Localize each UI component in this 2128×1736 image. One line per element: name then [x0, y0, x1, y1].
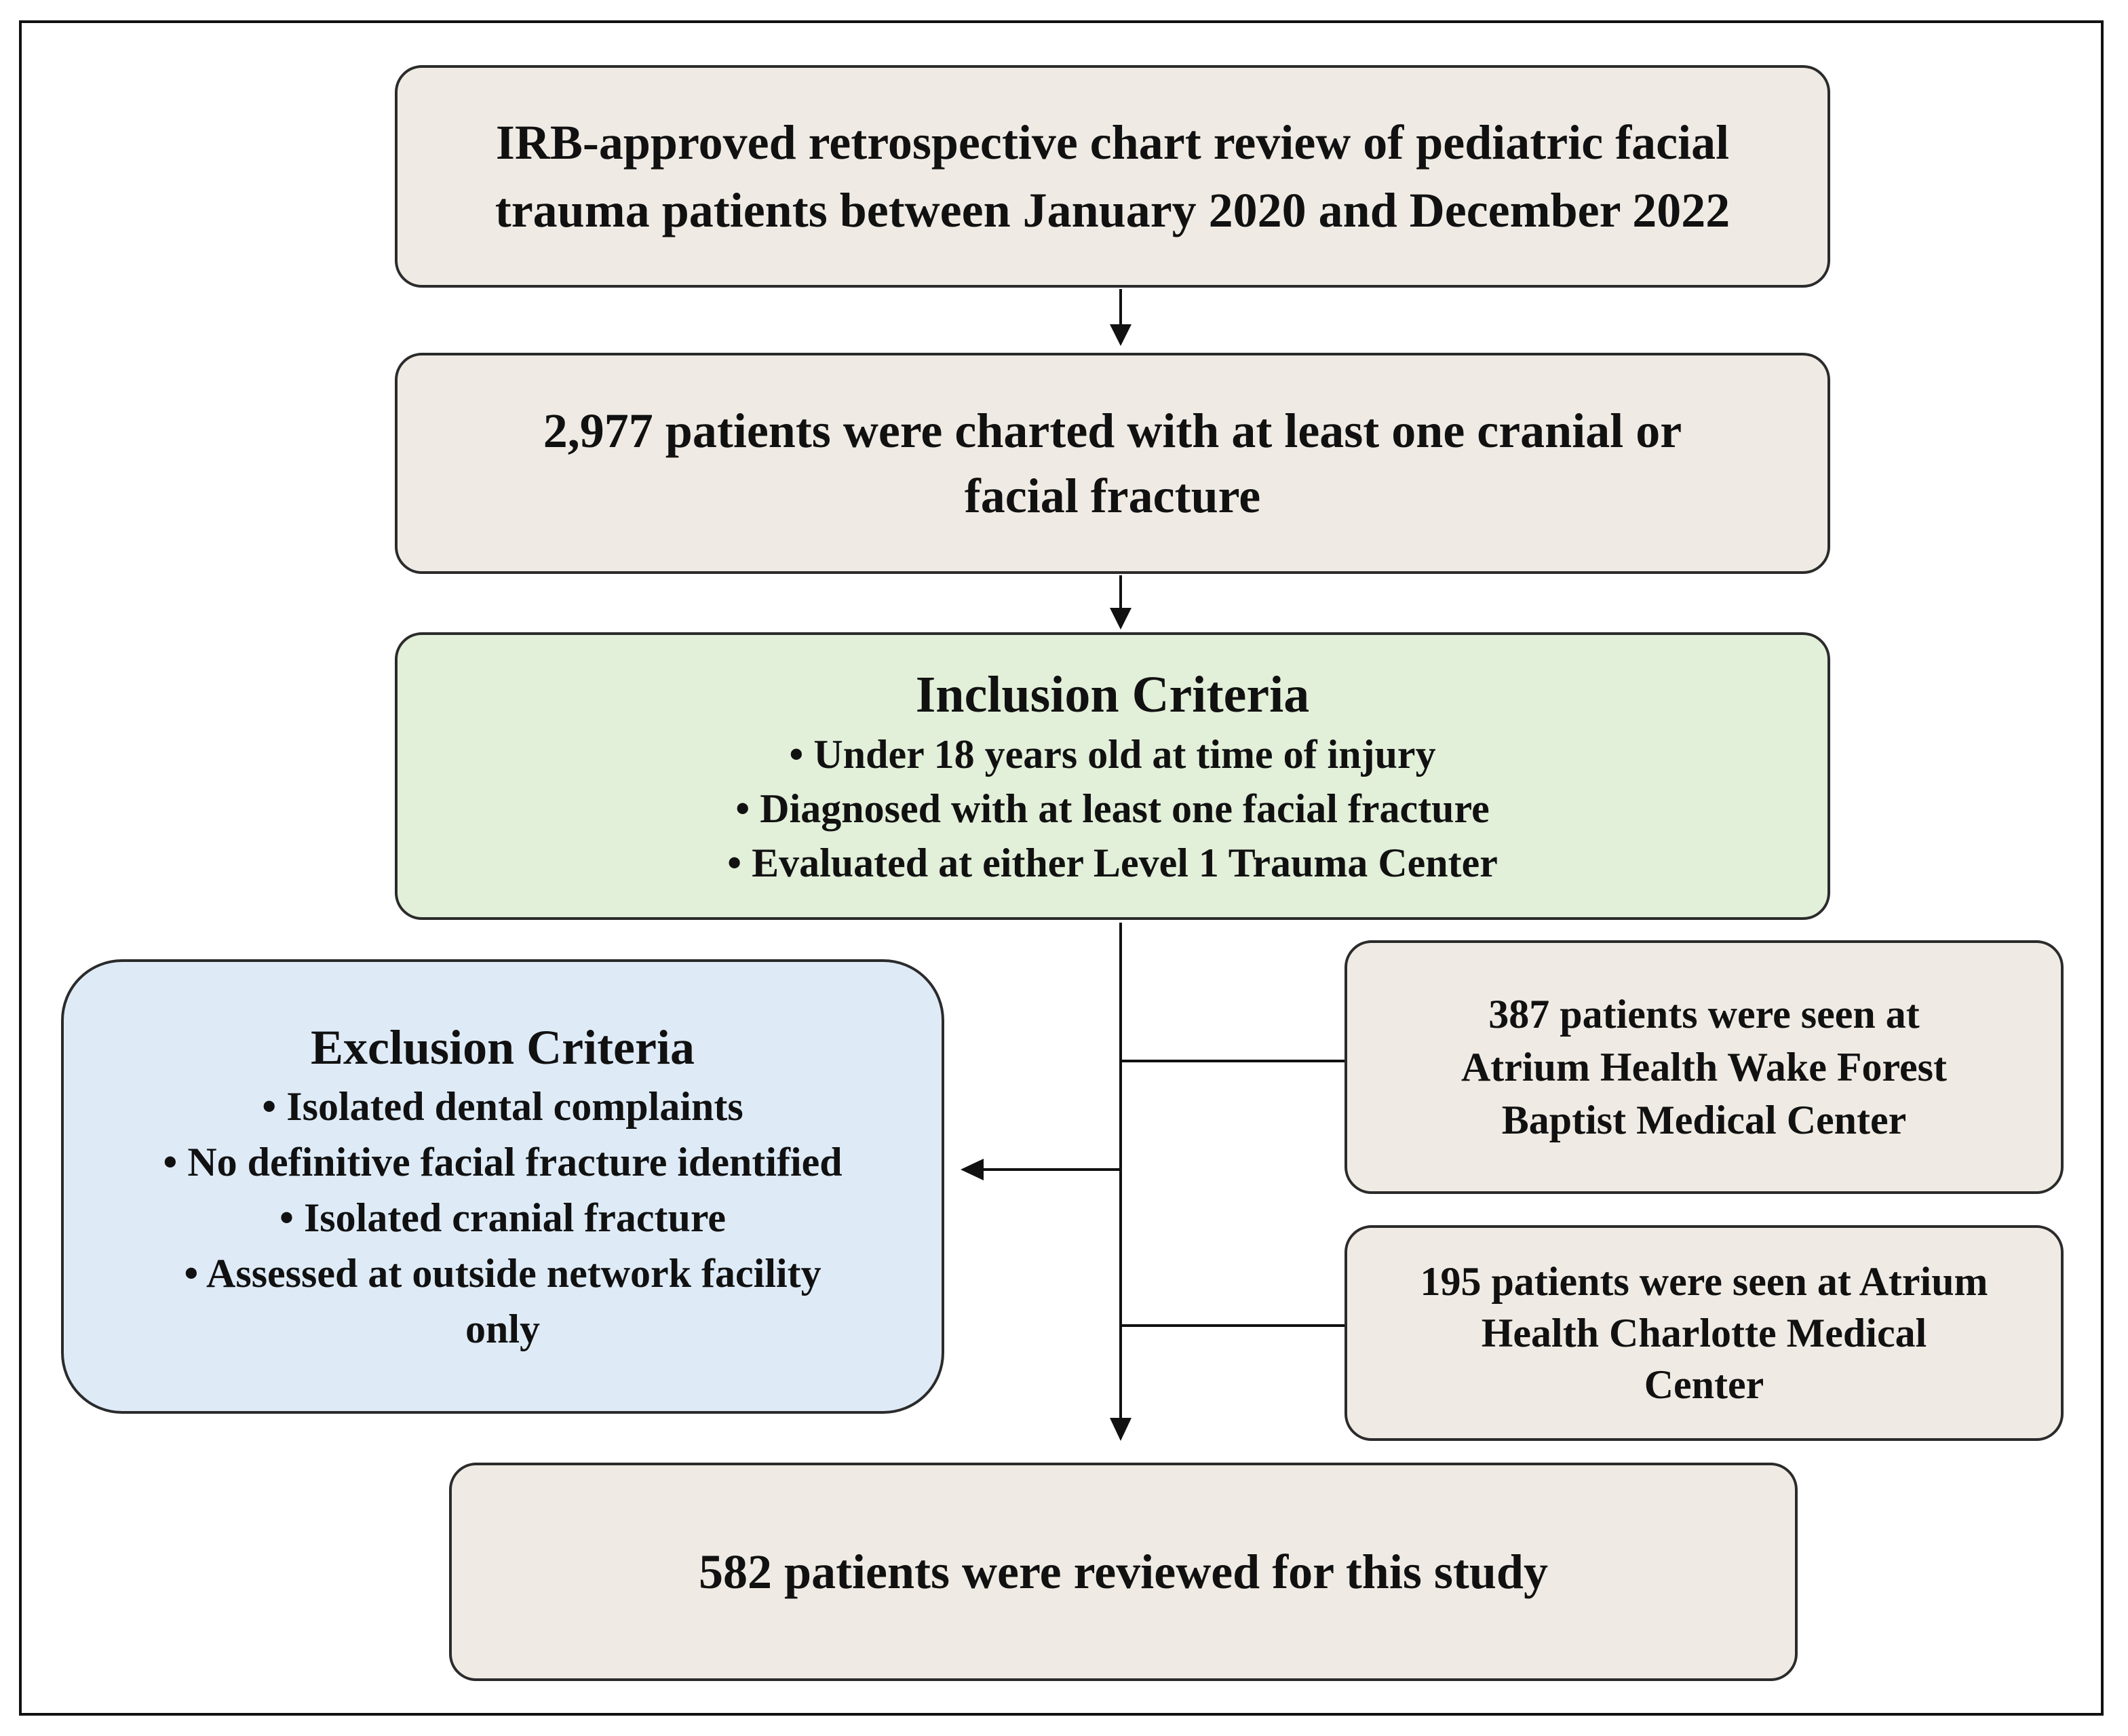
- charlotte-line-2: Health Charlotte Medical: [1481, 1311, 1927, 1355]
- wake-forest-site-box: 387 patients were seen at Atrium Health …: [1344, 940, 2064, 1194]
- wake-forest-line-2: Atrium Health Wake Forest: [1460, 1045, 1948, 1089]
- final-cohort-text: 582 patients were reviewed for this stud…: [699, 1545, 1548, 1599]
- inclusion-criteria-title: Inclusion Criteria: [915, 666, 1310, 723]
- study-design-line-2: trauma patients between January 2020 and…: [495, 183, 1730, 237]
- inclusion-item: • Diagnosed with at least one facial fra…: [735, 786, 1490, 831]
- charted-patients-box: 2,977 patients were charted with at leas…: [395, 353, 1830, 574]
- arrow-step2-to-inclusion: [1110, 575, 1131, 630]
- inclusion-criteria-list: • Under 18 years old at time of injury •…: [727, 727, 1498, 890]
- exclusion-item: • Isolated cranial fracture: [279, 1195, 727, 1240]
- exclusion-item: • Isolated dental complaints: [262, 1084, 743, 1129]
- charlotte-site-box: 195 patients were seen at Atrium Health …: [1344, 1225, 2064, 1441]
- arrow-step1-to-step2: [1110, 289, 1131, 346]
- exclusion-criteria-title: Exclusion Criteria: [311, 1020, 695, 1075]
- charted-patients-line-2: facial fracture: [964, 469, 1261, 523]
- wake-forest-line-1: 387 patients were seen at: [1488, 992, 1920, 1037]
- study-design-line-1: IRB-approved retrospective chart review …: [495, 115, 1730, 170]
- inclusion-item: • Under 18 years old at time of injury: [789, 732, 1436, 777]
- figure-frame: [19, 20, 2104, 1716]
- charted-patients-line-1: 2,977 patients were charted with at leas…: [543, 404, 1682, 458]
- study-design-box: IRB-approved retrospective chart review …: [395, 65, 1830, 288]
- charlotte-line-3: Center: [1644, 1362, 1764, 1407]
- exclusion-item: • No definitive facial fracture identifi…: [163, 1140, 843, 1184]
- arrow-inclusion-to-final: [1110, 923, 1131, 1441]
- exclusion-item-continued: only: [465, 1307, 541, 1351]
- arrow-to-exclusion: [961, 1159, 1121, 1180]
- inclusion-criteria-box: Inclusion Criteria • Under 18 years old …: [395, 632, 1830, 920]
- wake-forest-line-3: Baptist Medical Center: [1501, 1098, 1907, 1142]
- exclusion-item: • Assessed at outside network facility: [184, 1251, 821, 1296]
- exclusion-criteria-box: Exclusion Criteria • Isolated dental com…: [61, 959, 944, 1414]
- charlotte-line-1: 195 patients were seen at Atrium: [1420, 1259, 1988, 1304]
- inclusion-item: • Evaluated at either Level 1 Trauma Cen…: [727, 841, 1498, 885]
- exclusion-criteria-list: • Isolated dental complaints • No defini…: [163, 1079, 842, 1357]
- final-cohort-box: 582 patients were reviewed for this stud…: [449, 1463, 1798, 1681]
